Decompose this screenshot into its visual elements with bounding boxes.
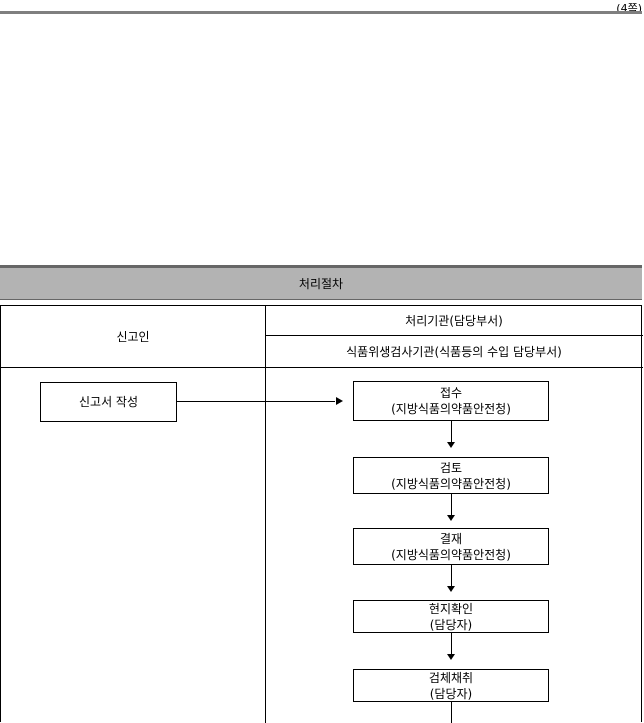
step-subtitle: (지방식품의약품안전청) xyxy=(391,402,511,416)
flow-line xyxy=(451,565,452,586)
step-subtitle: (지방식품의약품안전청) xyxy=(391,547,511,562)
arrow-right-icon xyxy=(336,397,343,405)
flow-line xyxy=(451,633,452,654)
applicant-step-box: 신고서 작성 xyxy=(40,382,177,422)
step-subtitle: (담당자) xyxy=(429,617,473,632)
step-box-approval: 결재 (지방식품의약품안전청) xyxy=(353,528,549,565)
step-title: 현지확인 xyxy=(428,601,474,616)
section-title: 처리절차 xyxy=(298,277,344,291)
flow-line xyxy=(451,494,452,515)
step-title: 결재 xyxy=(439,531,463,546)
header-split-line xyxy=(265,335,643,336)
flow-line xyxy=(451,702,452,723)
applicant-column-header: 신고인 xyxy=(116,330,150,344)
step-title: 접수 xyxy=(439,386,463,400)
step-subtitle: (지방식품의약품안전청) xyxy=(391,476,511,491)
arrow-down-icon xyxy=(447,654,455,660)
step-box-review: 검토 (지방식품의약품안전청) xyxy=(353,457,549,494)
step-title: 검체채취 xyxy=(428,670,474,685)
applicant-step-label: 신고서 작성 xyxy=(78,395,138,409)
step-box-receipt: 접수 (지방식품의약품안전청) xyxy=(353,381,549,421)
header-bottom-line xyxy=(1,367,643,368)
column-divider xyxy=(265,306,266,723)
procedure-table: 신고인 처리기관(담당부서) 식품위생검사기관(식품등의 수입 담당부서) 신고… xyxy=(0,305,643,723)
step-box-sampling: 검체채취 (담당자) xyxy=(353,669,549,702)
step-subtitle: (담당자) xyxy=(429,686,473,701)
step-title: 검토 xyxy=(439,460,463,475)
step-box-site-check: 현지확인 (담당자) xyxy=(353,600,549,633)
section-header: 처리절차 xyxy=(0,265,642,300)
arrow-down-icon xyxy=(447,442,455,448)
arrow-down-icon xyxy=(447,515,455,521)
agency-column-header: 처리기관(담당부서) xyxy=(405,314,503,328)
top-divider xyxy=(0,11,642,14)
connector-line xyxy=(177,401,335,402)
arrow-down-icon xyxy=(447,586,455,592)
inspection-agency-header: 식품위생검사기관(식품등의 수입 담당부서) xyxy=(346,345,562,359)
flow-line xyxy=(451,421,452,442)
